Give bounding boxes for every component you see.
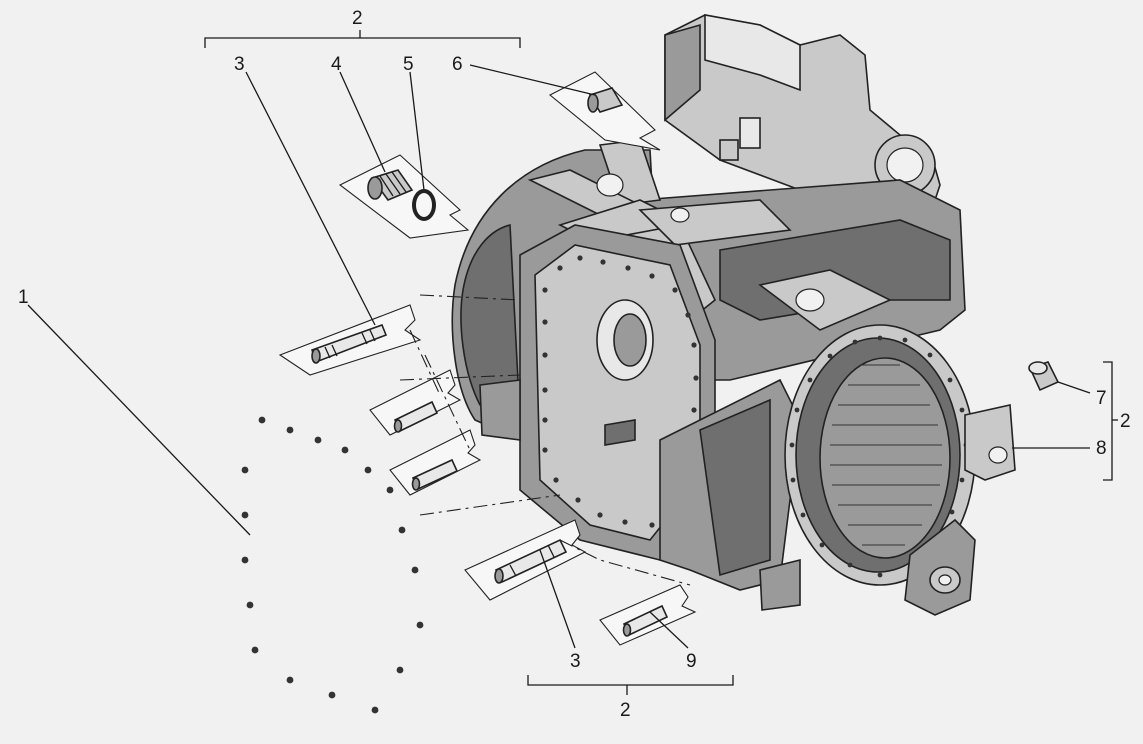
callout-2-top: 2 [352, 8, 363, 29]
callout-7: 7 [1096, 388, 1107, 409]
callout-3-bottom: 3 [570, 651, 581, 672]
plug-and-ring-panel [338, 154, 470, 239]
callout-5: 5 [403, 54, 414, 75]
gearbox-housing [451, 14, 1016, 616]
callout-6: 6 [452, 54, 463, 75]
stud-9-panel [599, 584, 697, 646]
stud-panel-center-2 [389, 429, 482, 496]
stud-panel-center-1 [369, 369, 462, 436]
callout-8: 8 [1096, 438, 1107, 459]
callout-3-top: 3 [234, 54, 245, 75]
callout-2-bottom: 2 [620, 700, 631, 721]
callout-4: 4 [331, 54, 342, 75]
stud-3-bottom-panel [464, 519, 587, 601]
callout-2-right: 2 [1120, 411, 1131, 432]
sleeve-7 [1028, 361, 1060, 392]
callout-1: 1 [18, 287, 29, 308]
stud-3-top-panel [278, 304, 422, 376]
leader-lines [27, 30, 1118, 695]
gasket [241, 416, 424, 714]
assembly-guide-lines [399, 294, 691, 586]
callout-labels: 2 3 4 5 6 1 7 2 8 3 9 2 [18, 8, 1131, 721]
callout-9: 9 [686, 651, 697, 672]
internal-spline [830, 364, 942, 546]
plug-6-panel [549, 71, 661, 151]
